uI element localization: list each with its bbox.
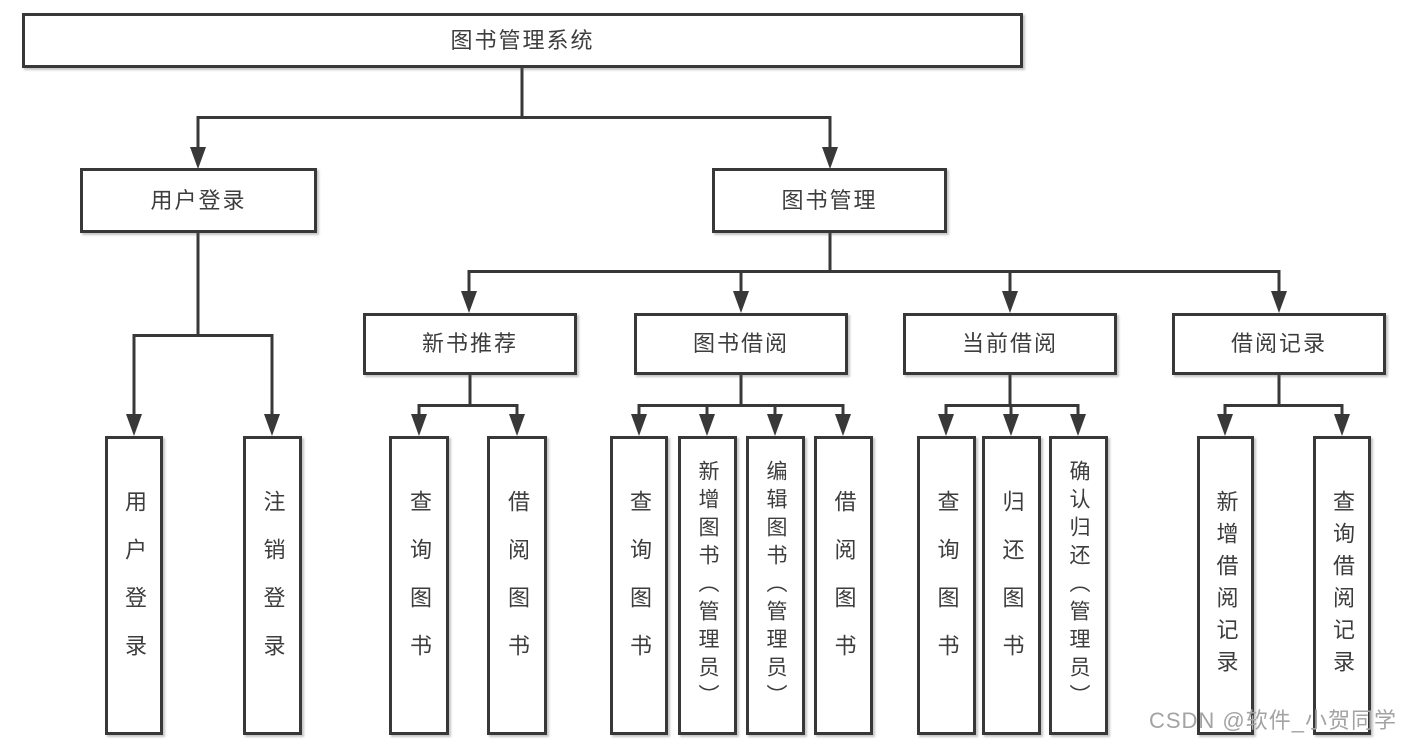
node-new-book-recommend-label: 新书推荐	[421, 331, 518, 356]
node-current-borrowing-label: 当前借阅	[961, 331, 1058, 356]
arrowheads-current	[938, 414, 1086, 436]
node-root: 图书管理系统	[22, 13, 1023, 68]
leaf-bw-add-book-admin: 新增图书（管理员）	[678, 436, 737, 735]
leaf-bw-edit-book-admin: 编辑图书（管理员）	[746, 436, 805, 735]
arrowheads-userlogin	[126, 414, 280, 436]
node-borrow-records: 借阅记录	[1172, 313, 1386, 375]
node-book-borrowing: 图书借阅	[634, 313, 848, 375]
leaf-nb-borrow-book-label: 借阅图书	[505, 489, 530, 682]
leaf-rc-query-record: 查询借阅记录	[1313, 436, 1371, 735]
arrowheads-records	[1217, 414, 1350, 436]
leaf-rc-add-record-label: 新增借阅记录	[1213, 489, 1239, 682]
connector-newbooks-children	[417, 375, 519, 416]
leaf-rc-query-record-label: 查询借阅记录	[1330, 489, 1355, 682]
node-user-login: 用户登录	[80, 168, 317, 233]
leaf-nb-query-book: 查询图书	[389, 436, 449, 735]
node-root-label: 图书管理系统	[450, 27, 595, 53]
connector-current-children	[944, 375, 1080, 416]
node-current-borrowing: 当前借阅	[903, 313, 1117, 375]
leaf-bw-borrow-book: 借阅图书	[814, 436, 873, 735]
node-book-borrowing-label: 图书借阅	[692, 331, 789, 356]
arrowheads-borrowing	[631, 414, 851, 436]
watermark: CSDN @软件_小贺同学	[1148, 708, 1397, 733]
leaf-cu-query-book: 查询图书	[917, 436, 976, 735]
leaf-bw-query-book-label: 查询图书	[627, 489, 652, 682]
leaf-bw-query-book: 查询图书	[610, 436, 668, 735]
connector-records-children	[1223, 375, 1344, 416]
node-borrow-records-label: 借阅记录	[1230, 331, 1327, 356]
leaf-rc-add-record: 新增借阅记录	[1197, 436, 1254, 735]
leaf-bw-edit-book-admin-label: 编辑图书（管理员）	[764, 459, 787, 712]
connector-userlogin-children	[132, 233, 274, 416]
connector-root-to-level2	[196, 68, 832, 149]
leaf-nb-query-book-label: 查询图书	[407, 489, 432, 682]
leaf-user-login-label: 用户登录	[122, 489, 147, 682]
leaf-user-login: 用户登录	[105, 436, 163, 735]
leaf-cu-query-book-label: 查询图书	[934, 489, 960, 682]
leaf-nb-borrow-book: 借阅图书	[487, 436, 547, 735]
leaf-bw-add-book-admin-label: 新增图书（管理员）	[696, 459, 719, 712]
leaf-cu-confirm-return-admin-label: 确认归还（管理员）	[1067, 459, 1090, 712]
node-book-management-label: 图书管理	[781, 187, 878, 213]
leaf-logout-label: 注销登录	[260, 489, 286, 682]
leaf-bw-borrow-book-label: 借阅图书	[831, 489, 857, 682]
leaf-cu-return-book: 归还图书	[982, 436, 1041, 735]
arrowheads-bookmgmt	[461, 291, 1287, 313]
arrowheads-newbooks	[411, 414, 525, 436]
arrowheads-level2	[190, 147, 838, 169]
leaf-cu-return-book-label: 归还图书	[999, 489, 1025, 682]
node-new-book-recommend: 新书推荐	[363, 313, 577, 375]
leaf-logout: 注销登录	[243, 436, 302, 735]
leaf-cu-confirm-return-admin: 确认归还（管理员）	[1049, 436, 1108, 735]
node-book-management: 图书管理	[712, 168, 947, 233]
connector-bookmgmt-children	[467, 233, 1281, 293]
connector-borrowing-children	[637, 375, 845, 416]
node-user-login-label: 用户登录	[150, 187, 247, 213]
